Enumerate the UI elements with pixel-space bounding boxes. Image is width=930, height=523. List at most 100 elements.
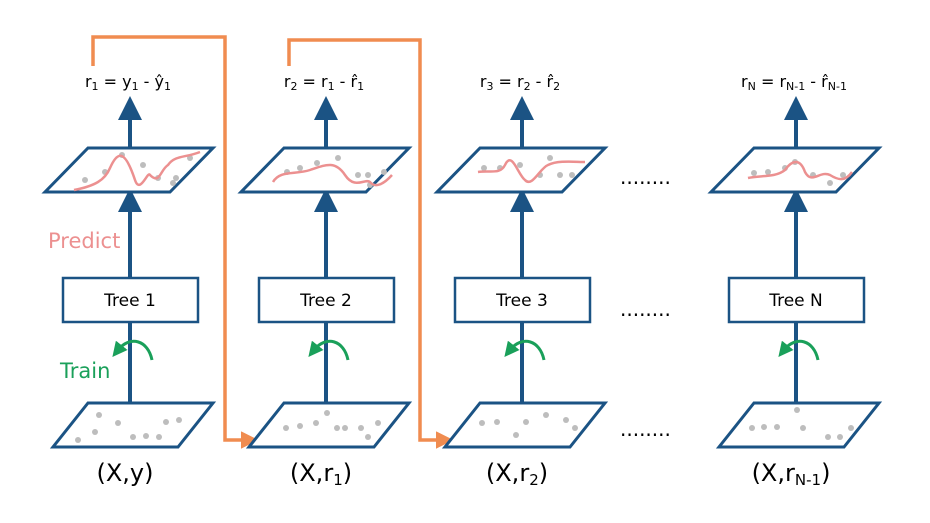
text-part: - (531, 72, 547, 91)
ellipsis-middle: ........ (620, 297, 671, 321)
text-part: (X, (752, 459, 785, 487)
training-data-plane (441, 401, 609, 449)
text-part: r (321, 72, 328, 91)
text-part: - (139, 72, 155, 91)
input-dataset-label: (X,r1) (290, 459, 352, 489)
data-point (163, 419, 169, 425)
text-part: y (130, 459, 144, 487)
text-part: y (122, 72, 131, 91)
text-part: r (785, 459, 795, 487)
residual-formula: r2 = r1 - r̂1 (284, 72, 364, 93)
tree-label: Tree 3 (495, 291, 548, 311)
training-data-plane (245, 401, 413, 449)
data-point (96, 412, 102, 418)
text-part: ) (144, 459, 153, 487)
tree-label: Tree N (768, 291, 823, 311)
data-point (176, 417, 182, 423)
text-part: r (779, 72, 786, 91)
data-point (837, 434, 843, 440)
tree-box (453, 276, 592, 324)
text-part: r (284, 72, 291, 91)
data-point (358, 425, 364, 431)
text-part: N (748, 80, 756, 93)
ellipsis-bottom: ........ (620, 417, 671, 441)
text-part: - (335, 72, 351, 91)
ellipsis-top: ........ (620, 165, 671, 189)
text-part: 1 (357, 80, 364, 93)
text-part: (X, (486, 459, 519, 487)
text-part: - (805, 72, 821, 91)
data-point (751, 170, 757, 176)
prediction-plane (707, 146, 883, 194)
data-point (283, 425, 289, 431)
text-part: r (323, 459, 333, 487)
data-point (314, 160, 320, 166)
train-arrow-icon (504, 339, 546, 361)
data-point (547, 155, 553, 161)
text-part: ŷ (155, 72, 164, 91)
data-point (513, 432, 519, 438)
text-part: r (741, 72, 748, 91)
text-part: r̂ (547, 72, 554, 91)
text-part: 1 (328, 80, 335, 93)
data-point (761, 424, 767, 430)
text-part: ) (343, 459, 352, 487)
tree-label: Tree 1 (103, 291, 156, 311)
data-point (800, 425, 806, 431)
data-point (827, 180, 833, 186)
data-point (481, 165, 487, 171)
data-point (324, 410, 330, 416)
data-point (479, 420, 485, 426)
text-part: r̂ (821, 72, 828, 91)
data-point (381, 169, 387, 175)
prediction-curve (73, 150, 201, 192)
data-point (82, 177, 88, 183)
data-point (342, 425, 348, 431)
train-arrow-icon (308, 339, 350, 361)
data-point (143, 433, 149, 439)
text-part: r (517, 72, 524, 91)
data-point (335, 155, 341, 161)
tree-box (61, 276, 200, 324)
data-point (297, 423, 303, 429)
text-part: r̂ (351, 72, 358, 91)
data-point (557, 172, 563, 178)
data-point (517, 162, 523, 168)
text-part: (X, (290, 459, 323, 487)
prediction-plane (433, 146, 609, 194)
data-point (765, 169, 771, 175)
data-point (170, 180, 176, 186)
text-part: N-1 (786, 80, 805, 93)
data-point (840, 172, 846, 178)
text-part: r (85, 72, 92, 91)
text-part: 2 (290, 80, 297, 93)
text-part: (X, (96, 459, 129, 487)
text-part: 1 (333, 471, 343, 489)
text-part: r (480, 72, 487, 91)
residual-path-2 (287, 38, 454, 449)
text-part: 1 (132, 80, 139, 93)
text-part: N-1 (828, 80, 847, 93)
train-arrow-icon (778, 339, 820, 361)
residual-formula: r1 = y1 - ŷ1 (85, 72, 171, 93)
prediction-curve (271, 163, 393, 187)
data-point (572, 425, 578, 431)
data-point (156, 434, 162, 440)
text-part: 2 (524, 80, 531, 93)
text-part: ) (539, 459, 548, 487)
text-part: 1 (164, 80, 171, 93)
text-part: = (99, 72, 123, 91)
text-part: r (519, 459, 529, 487)
residual-formula: rN = rN-1 - r̂N-1 (741, 72, 847, 93)
input-dataset-label: (X,r2) (486, 459, 548, 489)
data-point (173, 175, 179, 181)
data-point (523, 419, 529, 425)
data-point (794, 407, 800, 413)
data-point (563, 417, 569, 423)
prediction-curve (747, 160, 854, 181)
